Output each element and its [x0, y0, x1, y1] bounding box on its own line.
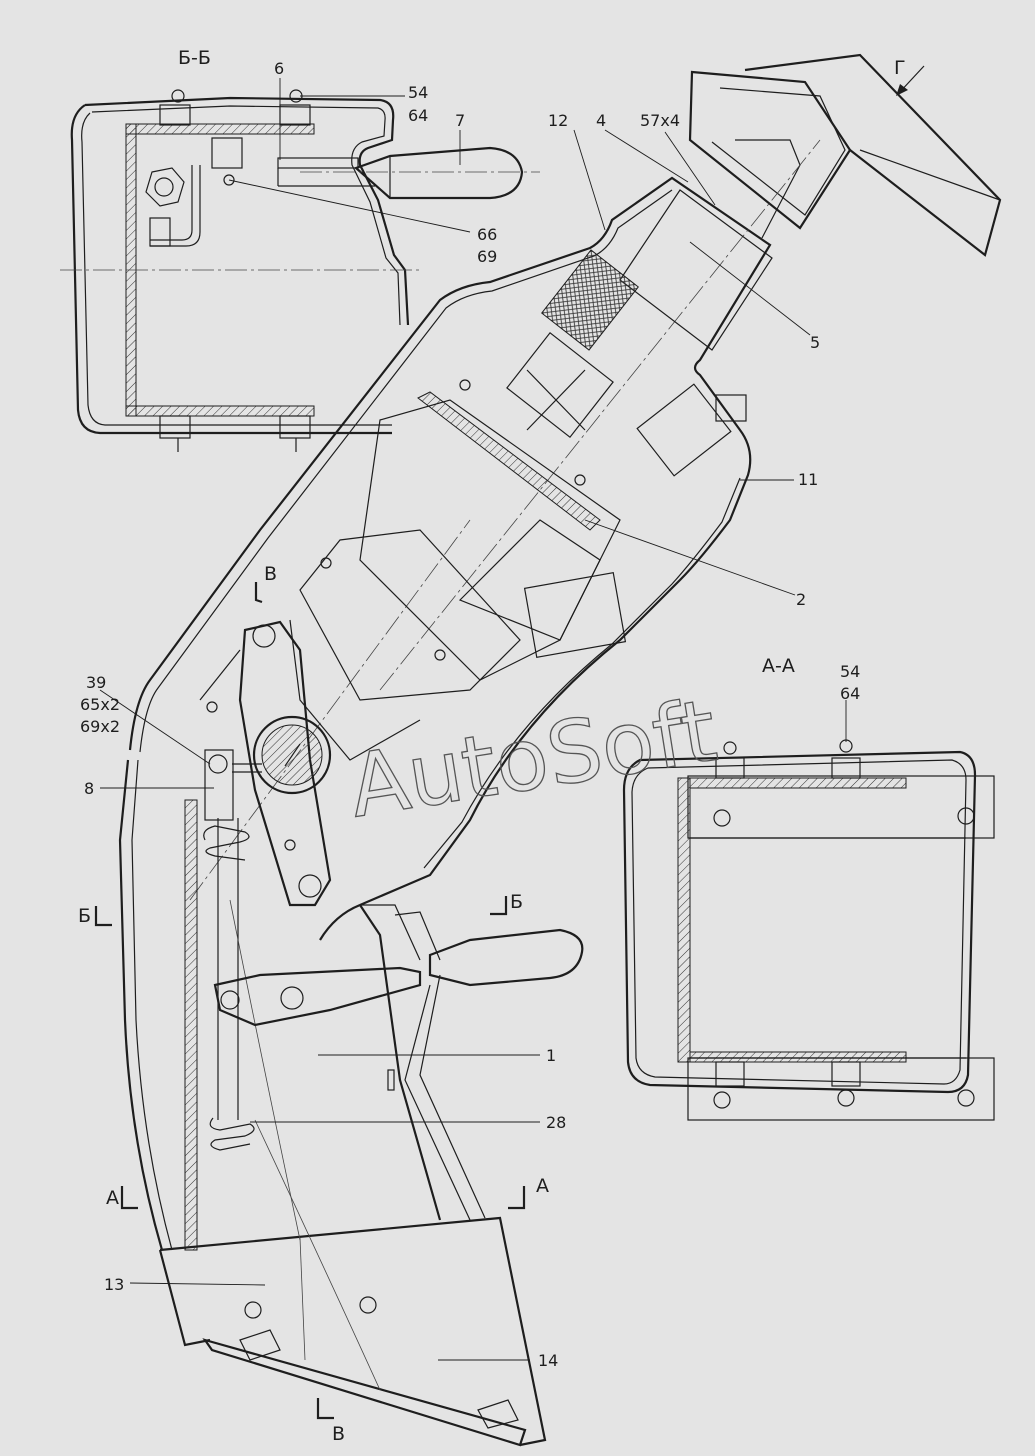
callout-13: 13 [104, 1275, 124, 1294]
cut-label-a-right: А [536, 1175, 549, 1197]
callout-69: 69 [477, 247, 497, 266]
callout-14: 14 [538, 1351, 558, 1370]
section-title-bb: Б-Б [178, 47, 211, 69]
watermark: AutoSoft [343, 681, 723, 838]
callout-7: 7 [455, 111, 465, 130]
callout-6: 6 [274, 59, 284, 78]
callout-69x2: 69x2 [80, 717, 120, 736]
callout-54-top: 54 [408, 83, 428, 102]
cut-marks [94, 65, 925, 1420]
main-assembly [118, 53, 1002, 1447]
cut-label-v-bottom: В [332, 1423, 345, 1445]
callout-8: 8 [84, 779, 94, 798]
callout-65x2: 65x2 [80, 695, 120, 714]
callout-4: 4 [596, 111, 606, 130]
callout-54-aa: 54 [840, 662, 860, 681]
callout-39: 39 [86, 673, 106, 692]
callout-12: 12 [548, 111, 568, 130]
view-arrow-label: Г [894, 57, 906, 79]
callout-28: 28 [546, 1113, 566, 1132]
cut-label-a-left: А [106, 1187, 119, 1209]
callout-57x4: 57x4 [640, 111, 680, 130]
callout-66: 66 [477, 225, 497, 244]
cut-label-b-right: Б [510, 891, 523, 913]
cut-label-v-top: В [264, 563, 277, 585]
section-aa-view [622, 739, 995, 1121]
cut-label-b-left: Б [78, 905, 91, 927]
section-bb-view [60, 89, 540, 452]
callout-11: 11 [798, 470, 818, 489]
section-title-aa: А-А [762, 655, 795, 677]
callout-1: 1 [546, 1046, 556, 1065]
leader-lines [99, 78, 847, 1361]
callout-5: 5 [810, 333, 820, 352]
callout-64-aa: 64 [840, 684, 860, 703]
callout-64-top: 64 [408, 106, 428, 125]
callout-2: 2 [796, 590, 806, 609]
